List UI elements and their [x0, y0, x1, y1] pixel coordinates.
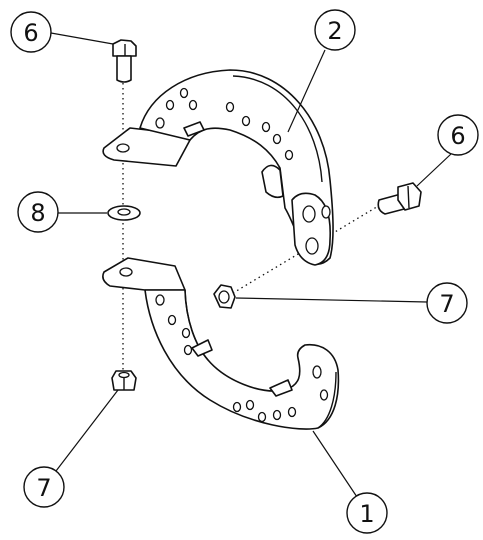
leader-2	[287, 49, 326, 133]
lower-small-tab	[191, 339, 213, 357]
washer	[107, 205, 141, 221]
leader-6-right	[416, 153, 452, 187]
upper-hole-f	[241, 115, 251, 127]
lower-hole-h	[272, 409, 282, 421]
lower-hole-k	[319, 389, 329, 401]
callout-6-top: 6	[10, 11, 52, 53]
lower-hole-j	[312, 365, 322, 379]
upper-bracket-lug	[291, 192, 332, 266]
assembly-axis-lines	[122, 78, 381, 372]
upper-hole-i	[284, 149, 294, 161]
callout-8: 8	[17, 191, 59, 233]
upper-arc-edge	[232, 75, 323, 183]
callout-7-left: 7	[23, 466, 65, 508]
upper-lug-hole-1	[302, 205, 316, 223]
leader-7-left	[55, 389, 119, 472]
upper-hole-g	[261, 121, 271, 133]
nut-left-hole	[118, 371, 130, 379]
callout-7-right: 7	[426, 282, 468, 324]
upper-hole-c	[179, 87, 189, 99]
washer-hole	[117, 208, 131, 216]
lower-hole-i	[287, 406, 297, 418]
lower-bracket	[102, 257, 340, 430]
callout-2-label: 2	[327, 17, 342, 45]
lower-hole-e	[232, 401, 242, 413]
upper-slot-tab	[261, 164, 284, 199]
upper-bracket	[102, 69, 334, 266]
upper-tab-hole	[116, 143, 130, 153]
leader-lines	[50, 32, 452, 498]
hex-nut-right	[213, 284, 236, 309]
hex-bolt-top	[112, 39, 137, 83]
callout-7-left-label: 7	[36, 474, 51, 502]
upper-small-tab	[183, 121, 205, 137]
leader-1	[312, 430, 358, 498]
lower-hole-b	[167, 314, 177, 326]
bolt-right-head	[397, 182, 422, 211]
callout-6-right-label: 6	[450, 122, 465, 150]
callout-1: 1	[346, 492, 388, 534]
leader-6-top	[50, 32, 114, 45]
upper-hole-h	[272, 133, 282, 145]
lower-hole-g	[257, 411, 267, 423]
upper-hole-a	[155, 117, 165, 129]
lower-slot-tab	[269, 379, 293, 397]
callout-8-label: 8	[30, 199, 45, 227]
callout-6-top-label: 6	[23, 19, 38, 47]
upper-hole-e	[225, 101, 235, 113]
lower-hole-a	[155, 294, 165, 306]
lower-arc-edge	[317, 371, 337, 429]
lower-tab-hole	[119, 267, 133, 277]
leader-7-right	[235, 297, 428, 303]
hex-bolt-right	[377, 182, 422, 215]
bolt-top-shank	[116, 55, 132, 83]
bolt-right-head-facet	[407, 185, 410, 209]
upper-hole-d	[188, 99, 198, 111]
callout-7-right-label: 7	[439, 290, 454, 318]
upper-hole-b	[165, 99, 175, 111]
nut-right-hole	[218, 290, 230, 304]
upper-lug-hole-3	[321, 205, 331, 219]
lower-hole-c	[181, 327, 191, 339]
lower-bracket-tab	[102, 257, 186, 291]
lower-inner-edge	[184, 289, 209, 361]
lower-bracket-arc	[144, 289, 340, 430]
hex-nut-left	[111, 370, 137, 391]
lower-hole-d	[183, 344, 193, 356]
lower-hole-f	[245, 399, 255, 411]
upper-bracket-arc	[139, 69, 334, 266]
upper-lug-hole-2	[305, 237, 319, 255]
callout-6-right: 6	[437, 114, 479, 156]
callout-2: 2	[314, 9, 356, 51]
callout-1-label: 1	[359, 500, 374, 528]
